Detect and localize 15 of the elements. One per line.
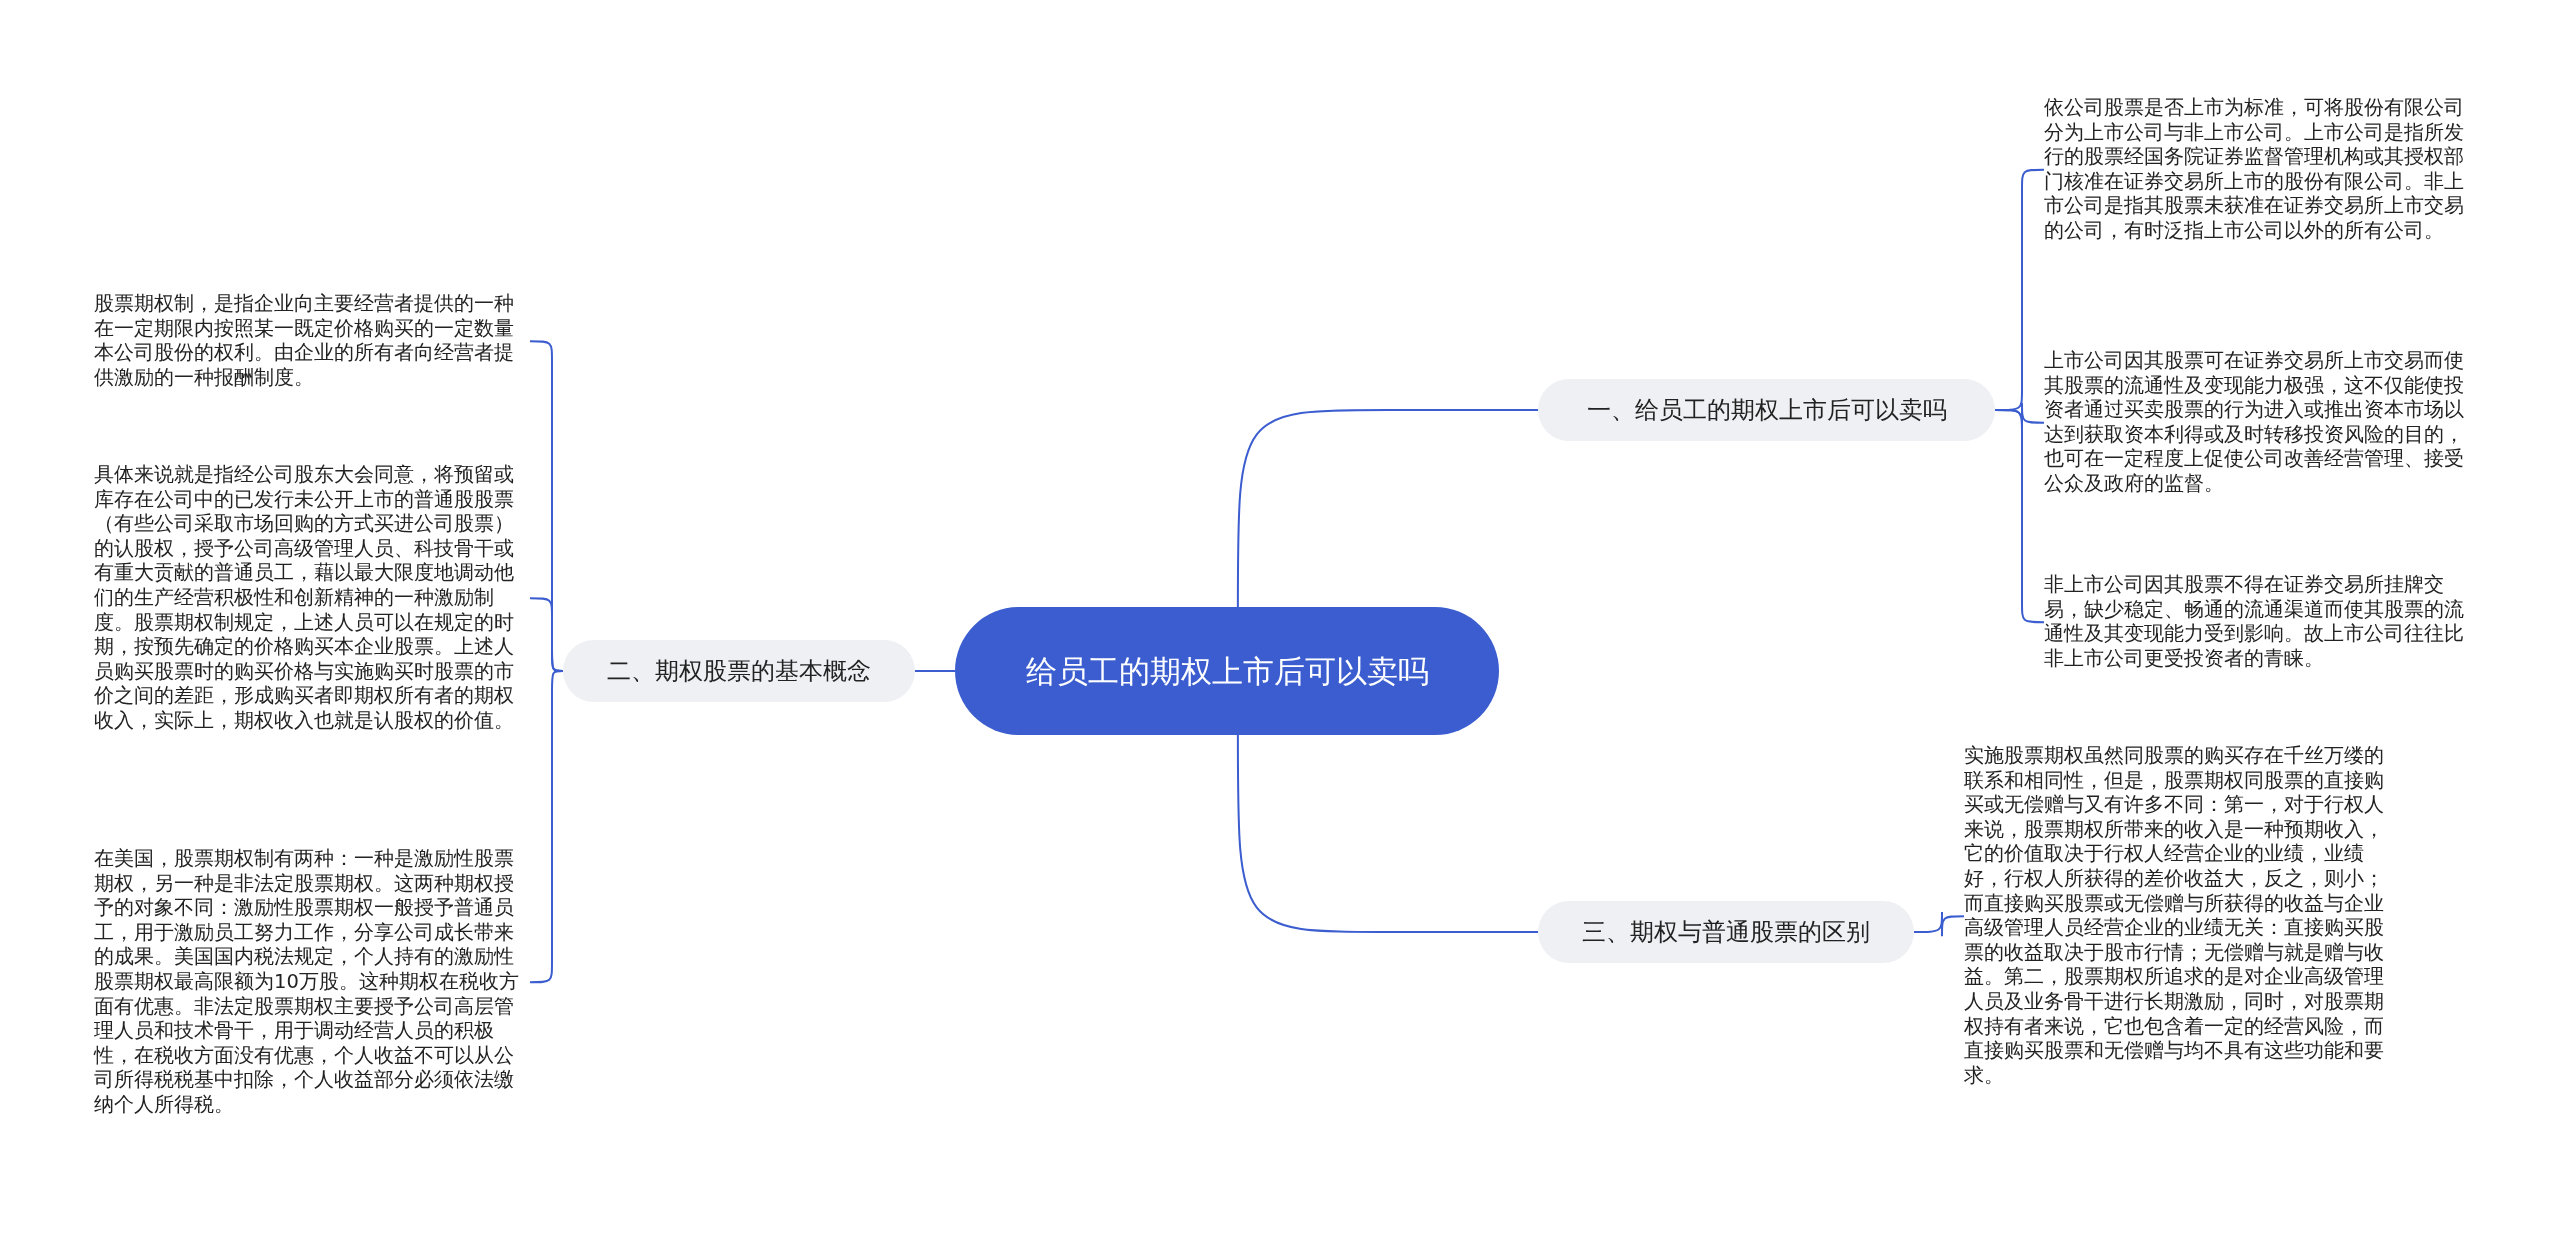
connector-line [1236, 409, 1539, 608]
note-text: 非上市公司因其股票不得在证券交易所挂牌交易，缺少稳定、畅通的流通渠道而使其股票的流通性及其变现能力受到影响。故上市公司往往比非上市公司更受投资者的青睐。 [2044, 573, 2476, 672]
branch-topic: 一、给员工的期权上市后可以卖吗 [1538, 379, 1995, 441]
central-topic: 给员工的期权上市后可以卖吗 [955, 607, 1499, 735]
note-text: 具体来说就是指经公司股东大会同意，将预留或库存在公司中的已发行未公开上市的普通股股票（有些公司采取市场回购的方式买进公司股票）的认股权，授予公司高级管理人员、科技骨干或有重大贡献的普通员工，藉以最大限度地调动他们的生产经营积极性和创新精神的一种激励制度。股票期权制规定，上述人员可以在规定的时期，按预先确定的价格购买本企业股票。上述人员购买股票时的购买价格与实施购买时股票的市价之间的差距，形成购买者即期权所有者的期权收入，实际上，期权收入也就是认股权的价值。 [94, 463, 530, 734]
note-text: 依公司股票是否上市为标准，可将股份有限公司分为上市公司与非上市公司。上市公司是指所发行的股票经国务院证券监督管理机构或其授权部门核准在证券交易所上市的股份有限公司。非上市公司是指其股票未获准在证券交易所上市交易的公司，有时泛指上市公司以外的所有公司。 [2044, 96, 2476, 244]
note-text: 在美国，股票期权制有两种：一种是激励性股票期权，另一种是非法定股票期权。这两种期权授予的对象不同：激励性股票期权一般授予普通员工，用于激励员工努力工作，分享公司成长带来的成果。美国国内税法规定，个人持有的激励性股票期权最高限额为10万股。这种期权在税收方面有优惠。非法定股票期权主要授予公司高层管理人员和技术骨干，用于调动经营人员的积极性，在税收方面没有优惠，个人收益不可以从公司所得税税基中扣除，个人收益部分必须依法缴纳个人所得税。 [94, 847, 530, 1118]
branch-topic: 二、期权股票的基本概念 [563, 640, 915, 702]
note-text: 上市公司因其股票可在证券交易所上市交易而使其股票的流通性及变现能力极强，这不仅能使投资者通过买卖股票的行为进入或推出资本市场以达到获取资本利得或及时转移投资风险的目的，也可在一定程度上促使公司改善经营管理、接受公众及政府的监督。 [2044, 349, 2476, 497]
note-text: 实施股票期权虽然同股票的购买存在千丝万缕的联系和相同性，但是，股票期权同股票的直接购买或无偿赠与又有许多不同：第一，对于行权人来说，股票期权所带来的收入是一种预期收入，它的价值取决于行权人经营企业的业绩，业绩好，行权人所获得的差价收益大，反之，则小；而直接购买股票或无偿赠与所获得的收益与企业高级管理人员经营企业的业绩无关：直接购买股票的收益取决于股市行情；无偿赠与就是赠与收益。第二，股票期权所追求的是对企业高级管理人员及业务骨干进行长期激励，同时，对股票期权持有者来说，它也包含着一定的经营风险，而直接购买股票和无偿赠与均不具有这些功能和要求。 [1964, 744, 2396, 1089]
branch-topic: 三、期权与普通股票的区别 [1538, 901, 1914, 963]
connector-line [1236, 734, 1539, 933]
connector-line [1913, 911, 1965, 938]
connector-line [914, 670, 956, 672]
note-text: 股票期权制，是指企业向主要经营者提供的一种在一定期限内按照某一既定价格购买的一定数量本公司股份的权利。由企业的所有者向经营者提供激励的一种报酬制度。 [94, 292, 530, 391]
